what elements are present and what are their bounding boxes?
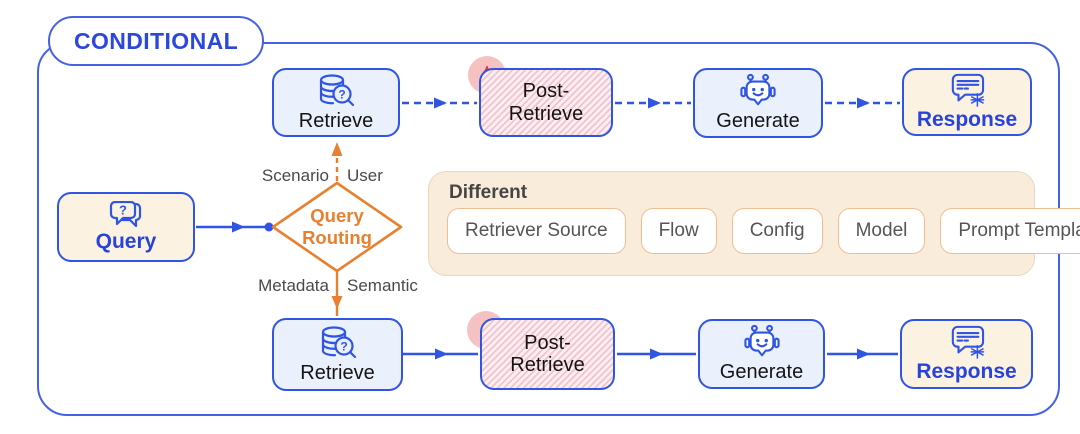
conditional-title-pill: CONDITIONAL: [48, 16, 264, 66]
node-post-retrieve-top: Post-Retrieve: [479, 68, 613, 137]
node-label: Generate: [716, 110, 800, 133]
node-label: Post-Retrieve: [508, 80, 584, 125]
node-post-retrieve-bottom: Post-Retrieve: [480, 318, 615, 390]
arrowhead-up: [331, 142, 343, 156]
node-retrieve-top: ? Retrieve: [272, 68, 400, 137]
node-response-bottom: Response: [900, 319, 1033, 389]
different-items-row: Retriever Source Flow Config Model Promp…: [447, 208, 1080, 254]
node-label: Response: [916, 359, 1017, 383]
snowflake-icon: [970, 92, 985, 107]
different-item-config: Config: [731, 208, 823, 254]
arrowhead: [857, 348, 870, 360]
node-label: Query: [95, 229, 157, 253]
node-label: Response: [916, 107, 1018, 131]
branch-label-user: User: [347, 166, 383, 185]
database-search-icon: ?: [321, 326, 356, 358]
robot-icon: [740, 74, 776, 106]
node-label: Retrieve: [300, 361, 375, 384]
arrowhead: [232, 221, 245, 233]
branch-label-metadata: Metadata: [258, 276, 329, 295]
node-label: Generate: [719, 361, 804, 384]
svg-text:?: ?: [340, 339, 347, 353]
node-query: ? Query: [57, 192, 195, 262]
snowflake-icon: [969, 344, 984, 359]
node-generate-top: Generate: [693, 68, 823, 138]
different-panel: Different Retriever Source Flow Config M…: [428, 171, 1080, 276]
query-routing-diamond: [271, 181, 403, 273]
node-label: Post-Retrieve: [510, 331, 585, 376]
query-routing-label: Query Routing: [302, 205, 372, 248]
node-response-top: Response: [902, 68, 1032, 136]
arrowhead-down: [331, 296, 343, 309]
branch-label-semantic: Semantic: [347, 276, 418, 295]
robot-icon: [743, 325, 780, 357]
different-item-prompt-template: Prompt Template: [940, 208, 1080, 254]
branch-label-scenario: Scenario: [261, 166, 329, 185]
node-retrieve-bottom: ? Retrieve: [272, 318, 403, 391]
chat-question-icon: ?: [109, 200, 142, 228]
arrowhead: [648, 97, 661, 109]
arrowhead: [434, 97, 447, 109]
svg-text:?: ?: [119, 202, 127, 217]
different-item-flow: Flow: [640, 208, 717, 254]
diagram-title: CONDITIONAL: [73, 27, 239, 54]
different-panel-title: Different: [449, 182, 528, 203]
router-join-dot: [264, 222, 274, 232]
database-search-icon: ?: [319, 74, 355, 106]
node-label: Retrieve: [298, 109, 374, 132]
arrowhead: [650, 348, 663, 360]
chat-response-icon: [951, 325, 984, 359]
svg-text:?: ?: [338, 87, 345, 101]
different-item-model: Model: [837, 208, 926, 254]
chat-response-icon: [951, 73, 985, 107]
arrowhead: [435, 348, 448, 360]
arrowhead: [857, 97, 870, 109]
node-generate-bottom: Generate: [698, 319, 825, 389]
different-item-retriever-source: Retriever Source: [447, 208, 626, 254]
